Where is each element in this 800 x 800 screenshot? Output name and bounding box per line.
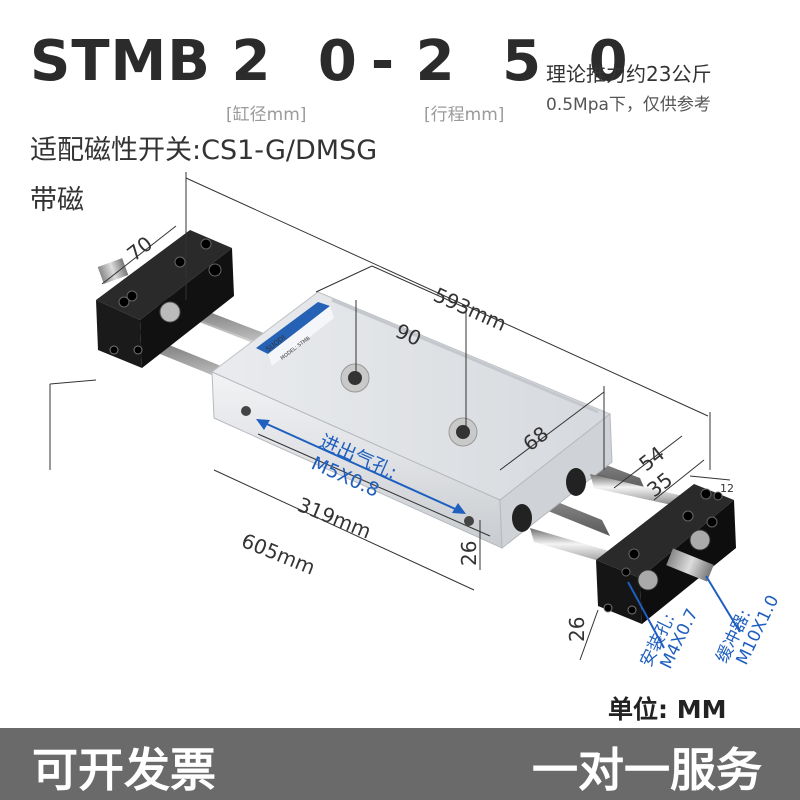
unit-label: 单位: MM: [608, 695, 727, 724]
model-prefix: STMB: [30, 29, 211, 94]
stroke-size: 2 5 0: [415, 29, 642, 94]
stroke-label: [行程mm]: [424, 105, 505, 125]
thrust-note: 理论推力约23公斤: [546, 62, 712, 86]
bore-size: 2 0: [231, 29, 371, 94]
model-dash: -: [370, 29, 396, 94]
magnetic-label: 带磁: [30, 185, 84, 216]
buffer-callout: 缓冲器: M10X1.0: [705, 575, 783, 668]
footer-service: 一对一服务: [532, 743, 762, 797]
cylinder-body: [211, 291, 613, 549]
dim-edge: 12: [720, 482, 734, 495]
dim-overall-length: 605mm: [238, 528, 319, 579]
footer-bar: 可开发票 一对一服务: [0, 728, 800, 800]
right-end-block: [596, 484, 736, 624]
dimension-lines: [49, 172, 731, 661]
dim-block-height: 26: [565, 617, 589, 642]
model-title: STMB 2 0- 2 5 0: [30, 34, 642, 90]
dim-body-length: 319mm: [294, 492, 375, 543]
left-end-block: [96, 230, 234, 368]
dim-total-span: 593mm: [430, 283, 510, 336]
footer-invoice: 可开发票: [32, 743, 216, 797]
pressure-note: 0.5Mpa下，仅供参考: [546, 95, 711, 115]
switch-compat: 适配磁性开关:CS1-G/DMSG: [30, 135, 378, 166]
bore-label: [缸径mm]: [226, 105, 307, 125]
dim-body-height: 26: [457, 541, 481, 566]
